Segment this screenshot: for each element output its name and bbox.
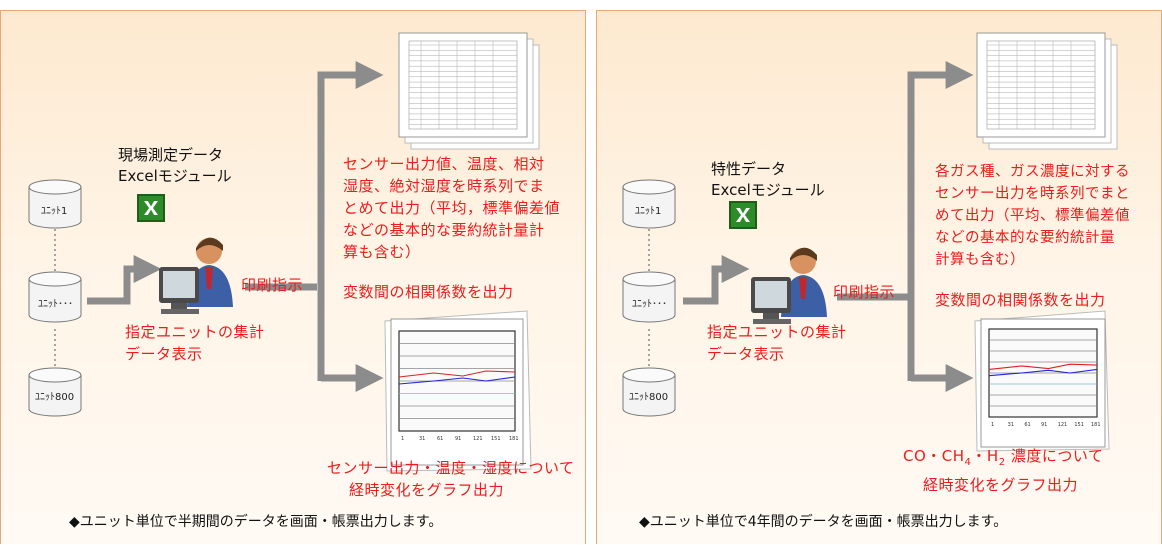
excel-icon: [137, 194, 165, 222]
print-instruction-label: 印刷指示: [833, 283, 896, 301]
unit-cylinder-3[interactable]: ﾕﾆｯﾄ800: [28, 367, 82, 417]
output-description: 各ガス種、ガス濃度に対する センサー出力を時系列でまと めて出力（平均、標準偏差…: [935, 164, 1130, 268]
correlation-label: 変数間の相関係数を出力: [343, 283, 514, 301]
output-description: センサー出力値、温度、相対 湿度、絶対湿度を時系列でま とめて出力（平均，標準偏…: [343, 155, 561, 261]
panel-caption: ◆ユニット単位で半期間のデータを画面・帳票出力します。: [69, 514, 443, 530]
unit-cylinder-1[interactable]: ﾕﾆｯﾄ1: [622, 179, 676, 229]
axis-tick-label: 121: [473, 436, 483, 442]
axis-tick-label: 61: [1024, 422, 1030, 428]
unit-cylinder-2[interactable]: ﾕﾆｯﾄ･･･: [622, 271, 676, 323]
axis-tick-label: 31: [1008, 422, 1014, 428]
correlation-label: 変数間の相関係数を出力: [935, 291, 1106, 309]
left-panel: ﾕﾆｯﾄ1 ﾕﾆｯﾄ･･･ ﾕﾆｯﾄ800: [0, 10, 586, 544]
unit-display-label: 指定ユニットの集計 データ表示: [707, 323, 847, 363]
report-sheet-stack: [398, 32, 540, 150]
graph-description: センサー出力・温度・湿度について 経時変化をグラフ出力: [327, 459, 575, 499]
unit-label-1: ﾕﾆｯﾄ1: [41, 206, 67, 217]
graph-line-red: [398, 370, 516, 378]
arrow-units-to-user: [87, 255, 162, 305]
unit-cylinder-1[interactable]: ﾕﾆｯﾄ1: [28, 179, 82, 229]
right-diagram-graphics: ﾕﾆｯﾄ1 ﾕﾆｯﾄ･･･ ﾕﾆｯﾄ800: [622, 32, 1118, 452]
unit-label-1: ﾕﾆｯﾄ1: [635, 206, 661, 217]
unit-display-label: 指定ユニットの集計 データ表示: [125, 323, 265, 363]
graph-sheet: 1 31 61 91 121 151 181: [974, 310, 1110, 452]
excel-title: 現場測定データ Excelモジュール: [118, 146, 232, 185]
unit-cylinder-3[interactable]: ﾕﾆｯﾄ800: [622, 367, 676, 417]
graph-line-blue: [398, 376, 516, 385]
axis-tick-label: 151: [491, 436, 501, 442]
unit-label-3: ﾕﾆｯﾄ800: [629, 392, 668, 403]
axis-tick-label: 1: [991, 422, 994, 428]
axis-tick-label: 151: [1074, 422, 1084, 428]
graph-line-red: [988, 363, 1098, 371]
user-at-computer-icon: [159, 237, 233, 314]
unit-cylinder-2[interactable]: ﾕﾆｯﾄ･･･: [28, 271, 82, 323]
arrow-to-report: [317, 61, 384, 381]
excel-icon: [729, 201, 757, 229]
user-at-computer-icon: [751, 247, 827, 324]
unit-label-3: ﾕﾆｯﾄ800: [35, 392, 74, 403]
axis-tick-label: 91: [1041, 422, 1047, 428]
unit-label-2: ﾕﾆｯﾄ･･･: [632, 299, 667, 310]
axis-tick-label: 31: [419, 436, 425, 442]
graph-sheet: 1 31 61 91 121 151 181: [384, 310, 532, 472]
axis-tick-label: 181: [1091, 422, 1101, 428]
axis-tick-label: 121: [1058, 422, 1068, 428]
unit-label-2: ﾕﾆｯﾄ･･･: [38, 299, 73, 310]
graph-description: CO・CH4・H2 濃度について 経時変化をグラフ出力: [903, 447, 1104, 494]
left-diagram-graphics: ﾕﾆｯﾄ1 ﾕﾆｯﾄ･･･ ﾕﾆｯﾄ800: [28, 32, 540, 472]
axis-tick-label: 61: [437, 436, 443, 442]
axis-tick-label: 91: [455, 436, 461, 442]
axis-tick-label: 181: [509, 436, 519, 442]
report-sheet-stack: [976, 32, 1118, 150]
axis-tick-label: 1: [401, 436, 404, 442]
panel-caption: ◆ユニット単位で4年間のデータを画面・帳票出力します。: [639, 514, 1008, 530]
graph-line-blue: [988, 368, 1098, 377]
right-panel: ﾕﾆｯﾄ1 ﾕﾆｯﾄ･･･ ﾕﾆｯﾄ800: [596, 10, 1162, 544]
excel-title: 特性データ Excelモジュール: [711, 160, 825, 199]
arrow-to-report: [907, 61, 974, 381]
print-instruction-label: 印刷指示: [241, 276, 304, 294]
